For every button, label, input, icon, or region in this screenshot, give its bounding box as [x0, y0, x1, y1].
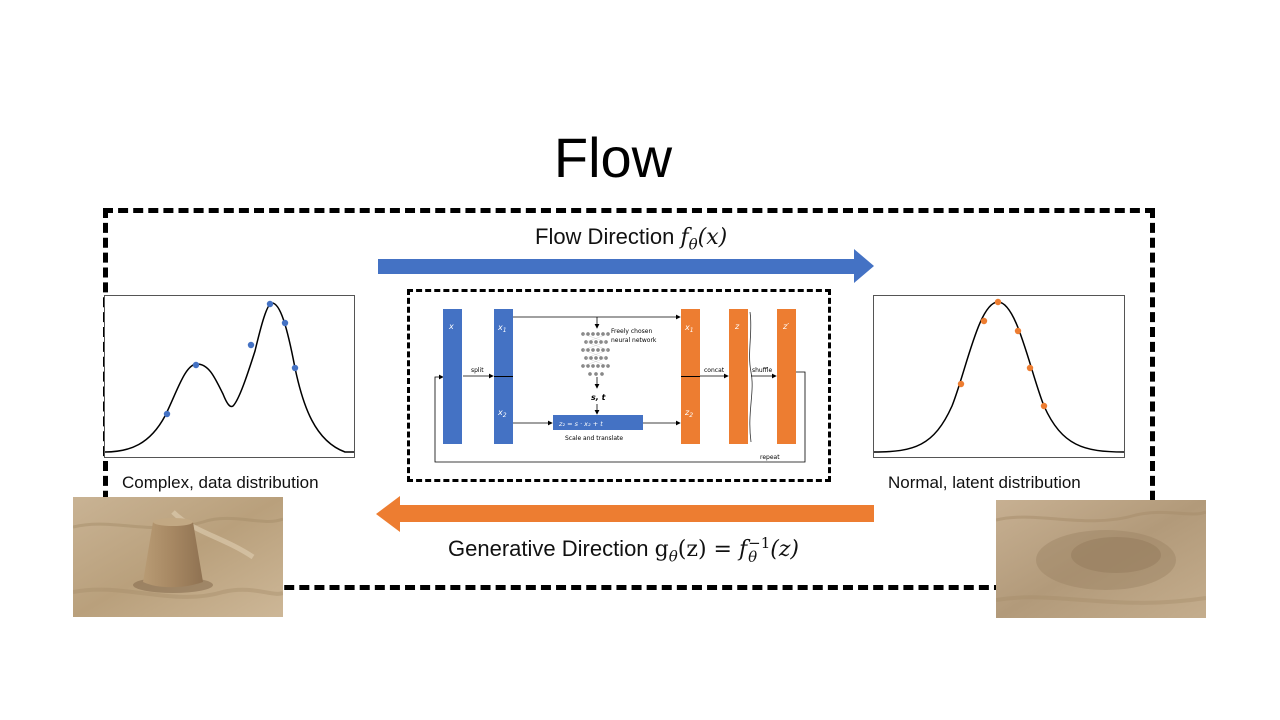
slide-title: Flow: [553, 126, 673, 189]
shuffle-label: shuffle: [752, 367, 773, 374]
complex-distribution-caption: Complex, data distribution: [122, 473, 319, 492]
output-z2-label: z2: [684, 408, 693, 419]
gen-func: g: [654, 537, 669, 562]
flow-func-arg: (x): [697, 225, 728, 250]
latent-sample-point: [994, 298, 1002, 306]
flow-arrow-shape: [378, 249, 874, 283]
neural-network-icon: [581, 332, 610, 376]
neural-network-label: neural network: [611, 337, 657, 344]
complex-distribution-svg: [104, 300, 354, 453]
latent-sample-point: [1014, 327, 1022, 335]
z-block: [729, 309, 748, 444]
transform-equation: z₂ = s · x₂ + t: [558, 420, 603, 428]
data-sample-point: [247, 341, 255, 349]
flow-direction-arrow: [378, 249, 874, 283]
data-sample-point: [266, 300, 274, 308]
inv-func: f: [738, 537, 748, 562]
data-sample-point: [163, 410, 171, 418]
data-sample-point: [281, 319, 289, 327]
latent-sample-point: [1040, 402, 1048, 410]
input-x-label: x: [448, 322, 454, 331]
z-label: z: [734, 322, 740, 331]
x2-block: [494, 377, 513, 444]
flattened-sand-photo: [996, 500, 1206, 618]
output-x1-label: x1: [684, 323, 694, 334]
input-x-block: [443, 309, 462, 444]
scale-translate-block: [553, 415, 643, 430]
normal-distribution-caption: Normal, latent distribution: [888, 473, 1081, 492]
gen-direction-text: Generative Direction: [448, 536, 655, 561]
latent-sample-point: [980, 317, 988, 325]
inv-func-sub: θ: [748, 548, 758, 567]
generative-direction-arrow: [376, 496, 874, 532]
output-x1-block: [681, 309, 700, 376]
data-sample-point: [291, 364, 299, 372]
zprime-label: z′: [782, 322, 789, 331]
normal-distribution-plot: [873, 295, 1125, 458]
sand-castle-shape: [143, 522, 203, 588]
concat-label: concat: [704, 367, 725, 374]
generative-arrow-shape: [376, 496, 874, 532]
normal-distribution-svg: [873, 298, 1125, 453]
normal-density-curve: [873, 301, 1125, 453]
latent-sample-point: [957, 380, 965, 388]
complex-density-curve: [104, 302, 354, 453]
x1-label: x1: [497, 323, 507, 334]
z-wave-edge: [749, 311, 753, 443]
complex-distribution-plot: [104, 295, 355, 458]
flattened-sand-svg: [996, 500, 1206, 618]
x1-block: [494, 309, 513, 376]
freely-chosen-label: Freely chosen: [611, 328, 652, 335]
repeat-loop-line: [434, 371, 806, 463]
scale-translate-label: Scale and translate: [565, 435, 623, 442]
flow-func-sub: θ: [688, 235, 698, 254]
output-z2-block: [681, 377, 700, 444]
data-sample-point: [192, 361, 200, 369]
repeat-label: repeat: [760, 454, 780, 461]
sand-castle-svg: [73, 497, 283, 617]
inv-func-arg: (z): [770, 537, 800, 562]
latent-sample-point: [1026, 364, 1034, 372]
flow-direction-text: Flow Direction: [535, 224, 681, 249]
st-label: s, t: [591, 393, 607, 402]
coupling-layer-diagram: repeat x split x1 x2: [407, 289, 831, 482]
inv-func-sup: −1: [748, 534, 771, 553]
zprime-block: [777, 309, 796, 444]
gen-func-arg: (z) =: [677, 537, 739, 562]
gen-func-sub: θ: [668, 547, 678, 566]
coupling-layer-svg: repeat x split x1 x2: [434, 309, 806, 463]
sand-castle-photo: [73, 497, 283, 617]
x2-label: x2: [497, 408, 507, 419]
flow-func: f: [680, 225, 689, 250]
split-label: split: [471, 367, 484, 374]
flow-direction-label: Flow Direction fθ(x): [535, 224, 727, 253]
